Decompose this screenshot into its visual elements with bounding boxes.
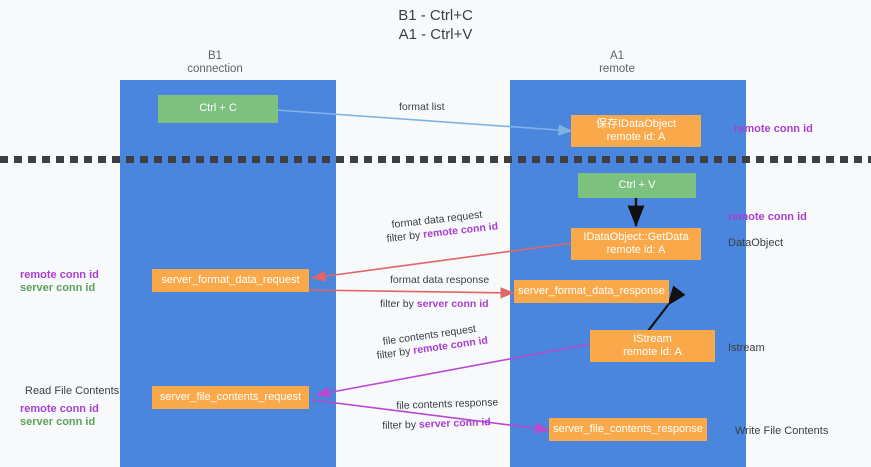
filter-value-server-conn-id-2: server conn id xyxy=(418,416,491,431)
box-server-file-contents-response: server_file_contents_response xyxy=(549,418,707,441)
column-header-b1-sub: connection xyxy=(187,63,243,75)
edge-label-format-data-response-filter: filter by server conn id xyxy=(380,298,489,311)
box-server-file-contents-request-label: server_file_contents_request xyxy=(159,390,302,403)
right-label-remote-conn-id-mid: remote conn id xyxy=(728,211,807,223)
page-title: B1 - Ctrl+C A1 - Ctrl+V xyxy=(0,6,871,44)
box-server-format-data-request: server_format_data_request xyxy=(152,269,309,292)
box-istream-line2: remote id: A xyxy=(623,346,682,358)
left-label-read-file-contents: Read File Contents xyxy=(25,385,120,397)
box-ctrl-v-label: Ctrl + V xyxy=(618,178,656,191)
left-label-server-conn-id: server conn id xyxy=(20,282,96,294)
edge-label-format-list: format list xyxy=(399,101,445,113)
box-save-idataobject-line2: remote id: A xyxy=(606,131,666,143)
column-header-b1-name: B1 xyxy=(207,50,223,62)
filter-prefix: filter by xyxy=(386,228,424,245)
right-label-write-file-contents: Write File Contents xyxy=(735,425,829,437)
right-label-dataobject: DataObject xyxy=(728,237,784,249)
box-save-idataobject-line1: 保存IDataObject xyxy=(595,117,677,130)
filter-prefix-3: filter by xyxy=(376,344,415,362)
edge-label-file-contents-response-filter: filter by server conn id xyxy=(382,416,491,433)
column-header-b1: B1 connection xyxy=(150,50,280,76)
filter-prefix-2: filter by xyxy=(380,298,417,310)
left-label-remote-conn-id-2: remote conn id xyxy=(20,403,99,415)
title-line-1: B1 - Ctrl+C xyxy=(398,7,473,24)
box-server-file-contents-request: server_file_contents_request xyxy=(152,386,309,409)
left-label-server-conn-id-2: server conn id xyxy=(20,416,96,428)
box-ctrl-c-label: Ctrl + C xyxy=(199,102,237,115)
left-label-remote-conn-id: remote conn id xyxy=(20,269,99,281)
box-getdata-line2: remote id: A xyxy=(606,244,666,256)
section-divider xyxy=(0,156,871,163)
box-getdata-line1: IDataObject::GetData xyxy=(583,230,689,243)
filter-prefix-4: filter by xyxy=(382,418,420,432)
box-server-format-data-response-label: server_format_data_response xyxy=(518,284,665,297)
arrow-format-data-response xyxy=(307,287,515,299)
column-header-a1-name: A1 xyxy=(609,50,625,62)
column-header-a1-sub: remote xyxy=(599,63,635,75)
filter-value-server-conn-id: server conn id xyxy=(416,298,489,310)
edge-label-file-contents-response: file contents response xyxy=(396,396,499,412)
right-label-remote-conn-id-top: remote conn id xyxy=(734,123,813,135)
box-server-format-data-response: server_format_data_response xyxy=(514,280,669,303)
box-ctrl-c: Ctrl + C xyxy=(158,95,278,123)
box-server-file-contents-response-label: server_file_contents_response xyxy=(553,422,703,435)
box-ctrl-v: Ctrl + V xyxy=(578,173,696,198)
column-header-a1: A1 remote xyxy=(552,50,682,76)
box-save-idataobject: 保存IDataObject remote id: A xyxy=(571,115,701,147)
right-label-istream: Istream xyxy=(728,342,765,354)
box-server-format-data-request-label: server_format_data_request xyxy=(161,273,300,286)
edge-label-format-data-response: format data response xyxy=(390,274,490,286)
box-istream-line1: IStream xyxy=(633,332,672,345)
title-line-2: A1 - Ctrl+V xyxy=(398,26,473,43)
box-idataobject-getdata: IDataObject::GetData remote id: A xyxy=(571,228,701,260)
box-istream: IStream remote id: A xyxy=(590,330,715,362)
